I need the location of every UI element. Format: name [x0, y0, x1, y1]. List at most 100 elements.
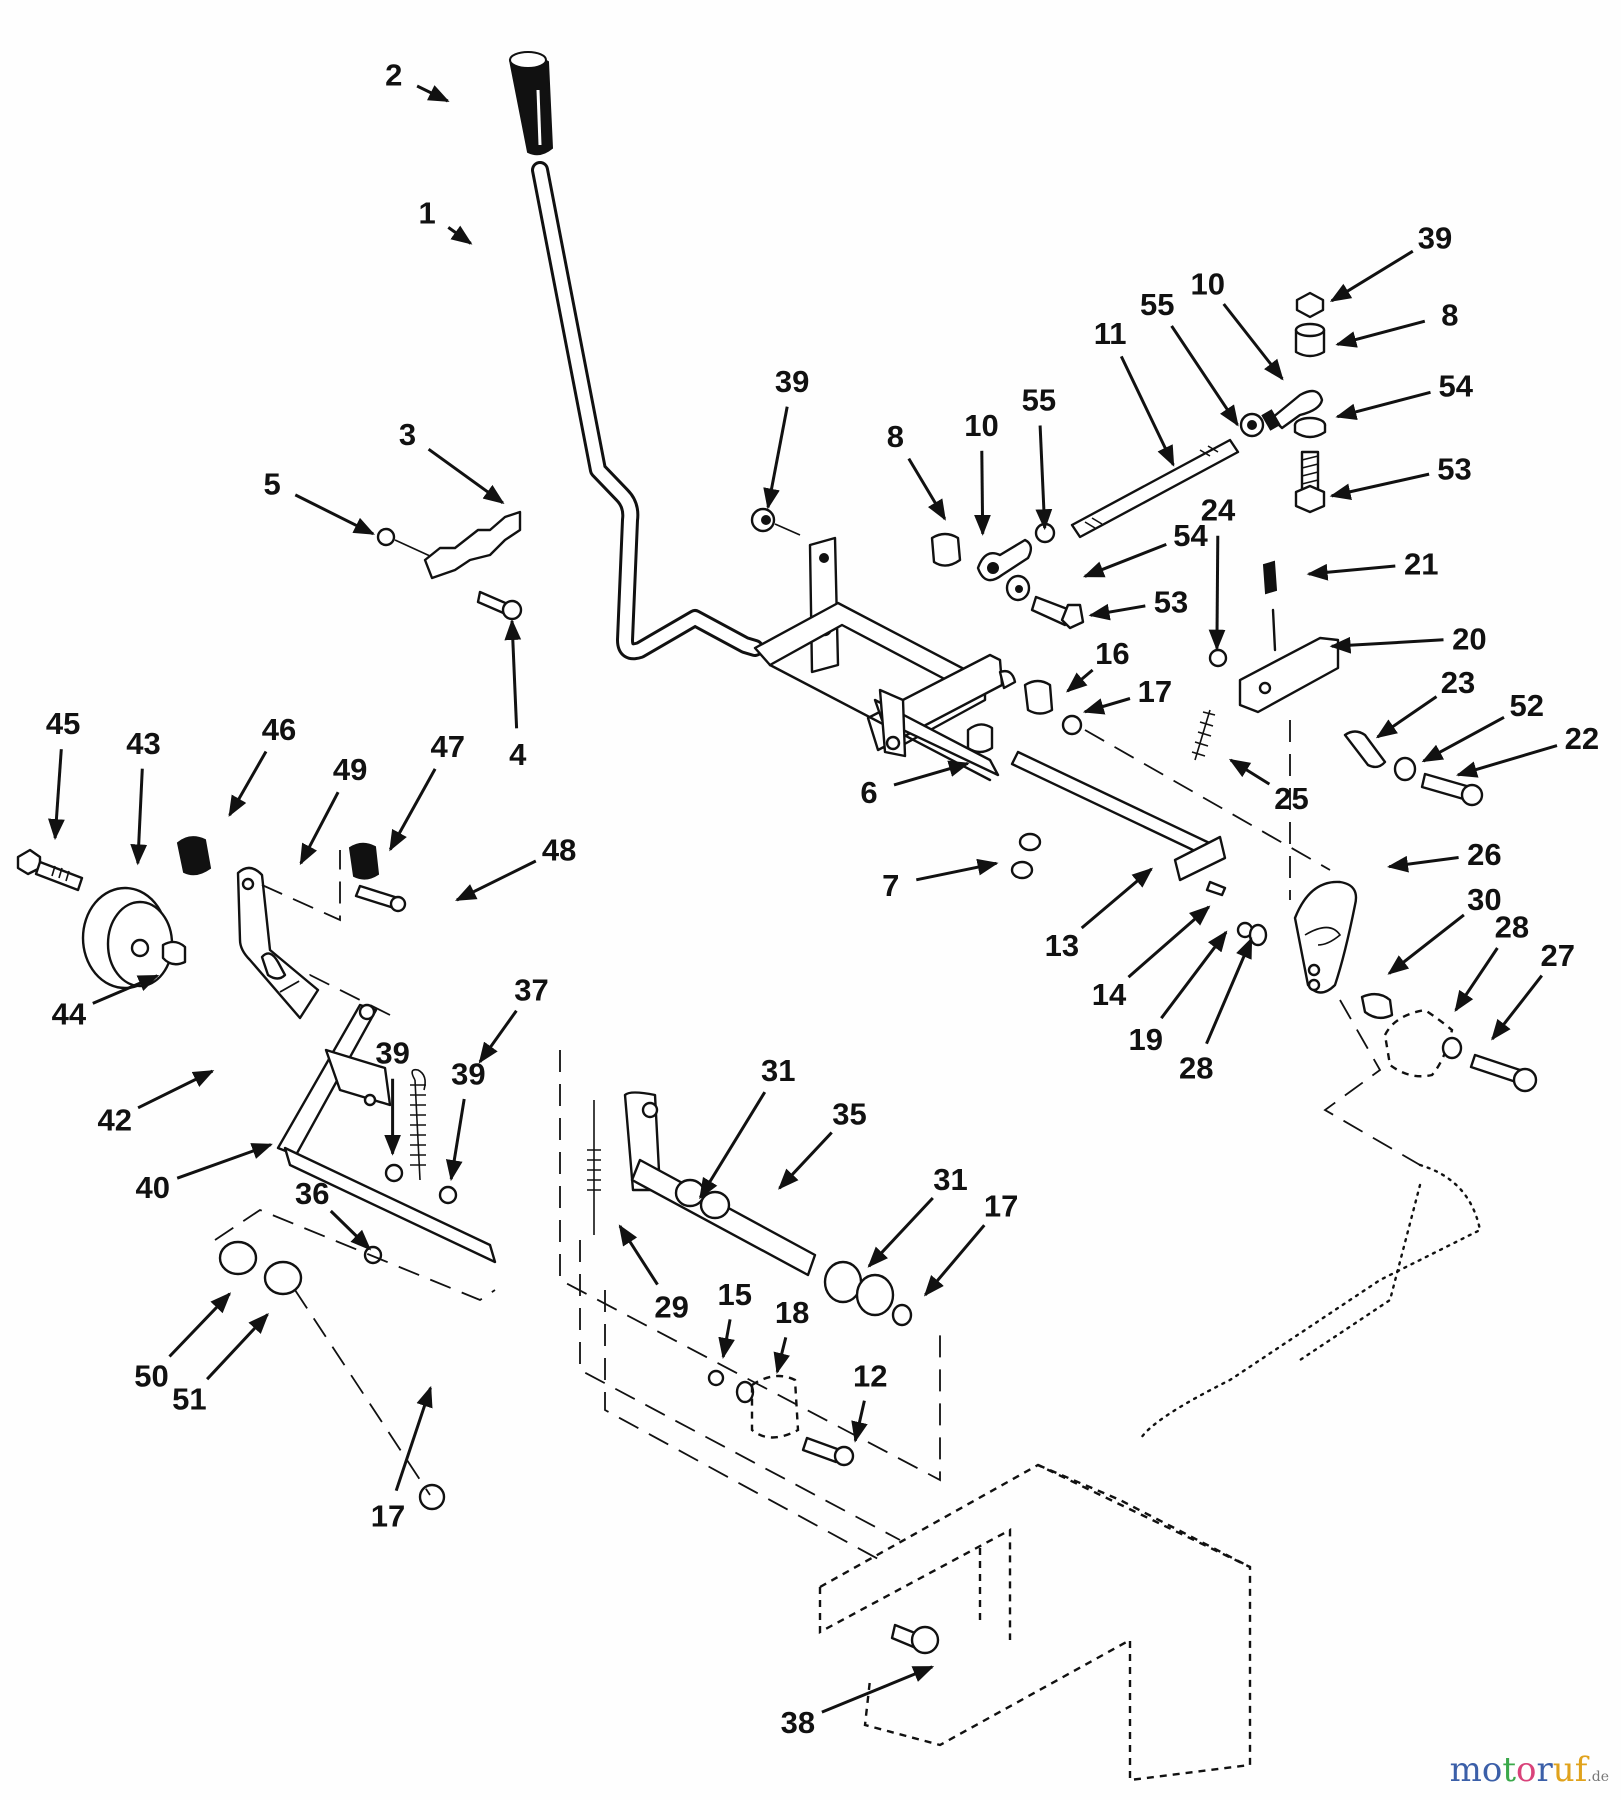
watermark-logo: motoruf.de	[1450, 1750, 1609, 1790]
callout-bolt: 27	[1541, 938, 1575, 973]
callout-spring: 29	[654, 1289, 688, 1324]
callout-clevis-bracket: 20	[1452, 621, 1486, 656]
leader-arrow-45	[48, 749, 65, 841]
callout-bolt: 4	[509, 737, 527, 772]
callout-retainer: 36	[295, 1176, 329, 1211]
callout-threaded-rod: 11	[1094, 316, 1127, 351]
callout-spacer: 44	[52, 997, 87, 1032]
leader-arrow-4	[504, 619, 522, 729]
guide-bracket-drawing	[376, 510, 523, 621]
callout-bumper: 46	[262, 712, 296, 747]
callout-idler-arm: 49	[333, 752, 367, 787]
callout-retainer: 17	[1138, 674, 1172, 709]
callout-washer: 28	[1179, 1051, 1213, 1086]
leader-arrow-19	[1160, 930, 1228, 1020]
callout-locknut: 15	[717, 1277, 751, 1312]
leader-arrow-39	[445, 1098, 466, 1182]
callout-rod-end: 10	[964, 408, 998, 443]
callout-washer: 54	[1173, 518, 1208, 553]
leader-arrow-1	[447, 225, 473, 245]
callout-spring: 37	[514, 973, 548, 1008]
callout-locknut: 39	[451, 1056, 485, 1091]
leader-arrow-27	[1491, 974, 1543, 1041]
shift-knob-drawing	[508, 51, 554, 156]
leader-arrow-15	[718, 1319, 735, 1359]
leader-arrow-31	[867, 1196, 934, 1268]
callout-bushing: 30	[1467, 882, 1501, 917]
leader-arrow-16	[1065, 668, 1094, 693]
callout-washers: 31	[933, 1162, 967, 1197]
watermark-letter: o	[1516, 1750, 1537, 1790]
leader-arrow-54	[1335, 390, 1431, 421]
pedal-shaft-drawing	[214, 1003, 497, 1511]
leader-arrow-47	[388, 768, 437, 852]
idler-arm-drawing	[16, 836, 407, 1020]
leader-arrow-17	[394, 1385, 433, 1492]
callout-locknut: 24	[1201, 493, 1236, 528]
leader-arrow-3	[427, 447, 505, 505]
leader-arrow-54	[1082, 543, 1167, 578]
watermark-letter: f	[1574, 1750, 1588, 1790]
leader-arrow-25	[1228, 758, 1271, 786]
leader-arrow-20	[1329, 636, 1444, 654]
callout-screw: 48	[542, 833, 576, 868]
callout-bolt: 12	[853, 1358, 887, 1393]
watermark-letter: t	[1502, 1750, 1517, 1790]
leader-arrow-40	[176, 1143, 273, 1180]
leader-arrow-10	[1222, 303, 1284, 381]
leader-arrow-26	[1387, 855, 1459, 873]
callout-locknut: 39	[775, 364, 809, 399]
callout-locknut: 5	[263, 466, 280, 501]
leader-arrow-23	[1375, 695, 1438, 739]
callout-bushing: 16	[1095, 636, 1129, 671]
watermark-text: motoruf	[1450, 1750, 1588, 1790]
leader-arrow-17	[1082, 697, 1131, 715]
callout-bolt: 53	[1437, 451, 1471, 486]
leader-arrow-28	[1205, 937, 1253, 1045]
leader-arrow-55	[1035, 425, 1053, 531]
callout-spacer: 23	[1441, 665, 1475, 700]
leader-arrow-29	[618, 1224, 659, 1286]
leader-arrow-13	[1080, 867, 1154, 930]
callout-bolt: 45	[46, 706, 80, 741]
leader-arrow-36	[329, 1209, 372, 1251]
callout-pin: 42	[98, 1102, 132, 1137]
callout-quadrant-plate: 26	[1467, 837, 1501, 872]
leader-arrow-10	[974, 450, 991, 536]
watermark-tld: .de	[1587, 1769, 1609, 1785]
callout-bumper: 47	[430, 729, 464, 764]
watermark-letter: r	[1536, 1750, 1553, 1790]
callout-locknut: 39	[1418, 221, 1452, 256]
callout-retainer: 17	[984, 1188, 1018, 1223]
leader-arrow-31	[699, 1091, 767, 1200]
callout-spacer: 8	[1441, 298, 1458, 333]
leader-arrow-43	[130, 768, 148, 866]
leader-arrow-7	[915, 858, 999, 882]
parts-artwork	[16, 51, 1538, 1782]
callout-washer: 18	[775, 1295, 809, 1330]
leader-arrow-39	[1329, 249, 1414, 303]
leader-arrow-53	[1088, 603, 1146, 621]
callout-locknut: 19	[1128, 1022, 1162, 1057]
leader-arrow-30	[1387, 913, 1465, 975]
leader-arrow-18	[773, 1337, 790, 1374]
shift-lever-drawing	[531, 161, 764, 661]
callout-lever-guide-bracket: 3	[399, 417, 416, 452]
callout-shift-knob: 2	[385, 58, 402, 93]
callout-idler-pulley: 43	[126, 726, 160, 761]
leader-lines	[48, 84, 1558, 1714]
callout-cross-shaft: 35	[832, 1097, 866, 1132]
callout-shift-lever: 1	[418, 195, 435, 230]
callout-bushing: 51	[172, 1381, 206, 1416]
callout-spacer: 8	[887, 419, 904, 454]
leader-arrow-35	[778, 1131, 833, 1190]
leader-arrow-53	[1329, 472, 1430, 500]
leader-arrow-17	[923, 1224, 986, 1297]
leader-arrow-5	[294, 493, 375, 536]
leader-arrow-48	[455, 859, 537, 902]
leader-arrow-24	[1208, 535, 1226, 651]
callout-washer: 54	[1438, 369, 1473, 404]
leader-arrow-37	[478, 1009, 518, 1064]
